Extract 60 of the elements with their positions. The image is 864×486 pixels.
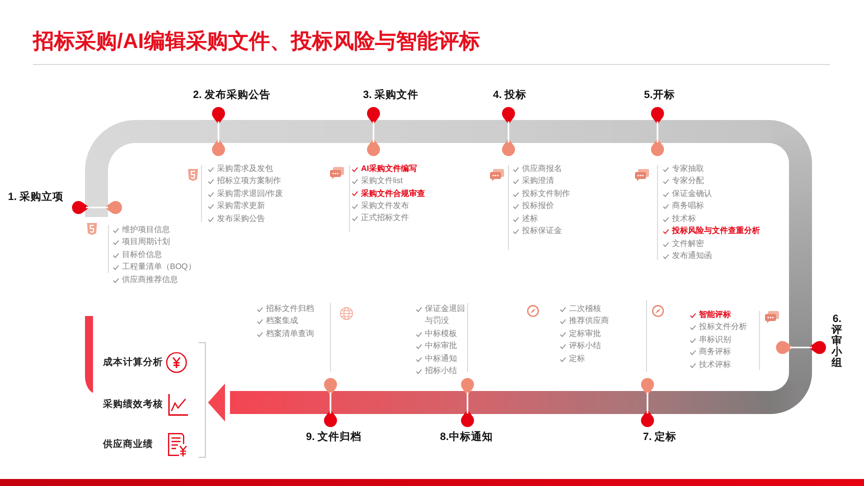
list-item: 保证金确认 [672,188,712,200]
list-item: 文件解密 [672,238,704,250]
list-item: 投标文件制作 [522,188,570,200]
list-item: 投标报价 [522,200,554,212]
title: 招标采购/AI编辑采购文件、投标风险与智能评标 [33,29,480,55]
step-heading: 7. 定标 [643,431,677,443]
list-item: 招标立项方案制作 [217,175,281,188]
step-heading: 6.评审小组 [831,314,843,369]
list-item: 采购文件list [361,175,403,188]
list-item: 档案集成 [266,315,298,328]
list-item: 商务唱标 [672,200,704,212]
list-item: 采购需求更新 [217,200,265,212]
list-item: 中标审批 [425,340,457,352]
list-item: 中标模板 [425,328,457,340]
list-item: 技术标 [672,212,696,225]
list-item: 商务评标 [699,346,731,358]
list-item: 专家抽取 [672,162,704,175]
step-heading: 4. 投标 [493,89,527,101]
list-item: 维护项目信息 [122,224,170,236]
list-item: 采购需求及发包 [217,162,273,175]
step-heading: 3. 采购文件 [363,89,419,101]
output-label: 采购绩效考核 [103,399,163,411]
step-heading: 5.开标 [644,89,675,101]
list-item: 投标文件分析 [699,321,747,334]
list-item: 招标文件归档 [266,302,314,315]
list-item: 定标 [569,352,585,365]
list-item: 智能评标 [699,308,731,321]
list-item: 发布通知函 [672,250,712,262]
list-item: 工程量清单（BOQ） [122,261,196,274]
list-item: 技术评标 [699,358,731,371]
step-heading: 9. 文件归档 [306,431,362,443]
list-item: 投标保证金 [522,225,562,238]
list-item: 供应商推荐信息 [122,274,178,286]
list-item: 目标价信息 [122,248,162,261]
list-item: 采购文件发布 [361,200,409,212]
list-item: 发布采购公告 [217,212,265,225]
list-item: 评标小结 [569,340,601,352]
step-heading: 1. 采购立项 [8,191,64,203]
list-item: 项目周期计划 [122,236,170,248]
list-item: 述标 [522,212,538,225]
list-item: 保证金退回与罚没 [425,302,466,328]
list-item: 供应商报名 [522,162,562,175]
list-item: 正式招标文件 [361,212,409,224]
list-item: 采购澄清 [522,175,554,188]
list-item: 中标通知 [425,352,457,365]
step-heading: 8.中标通知 [440,431,493,443]
output-label: 供应商业绩 [103,439,153,451]
list-item: 招标小结 [425,365,457,378]
output-label: 成本计算分析 [103,357,163,369]
list-item: 采购需求退回/作废 [217,188,284,200]
step-heading: 2. 发布采购公告 [193,89,271,101]
list-item: 串标识别 [699,334,731,346]
list-item: 专家分配 [672,175,704,188]
list-item: 档案清单查询 [266,328,314,340]
list-item: 推荐供应商 [569,315,609,328]
list-item: 二次稽核 [569,302,601,315]
list-item: 投标风险与文件查重分析 [672,225,760,238]
list-item: AI采购文件编写 [361,162,417,175]
list-item: 定标审批 [569,328,601,340]
list-item: 采购文件合规审查 [361,188,425,200]
